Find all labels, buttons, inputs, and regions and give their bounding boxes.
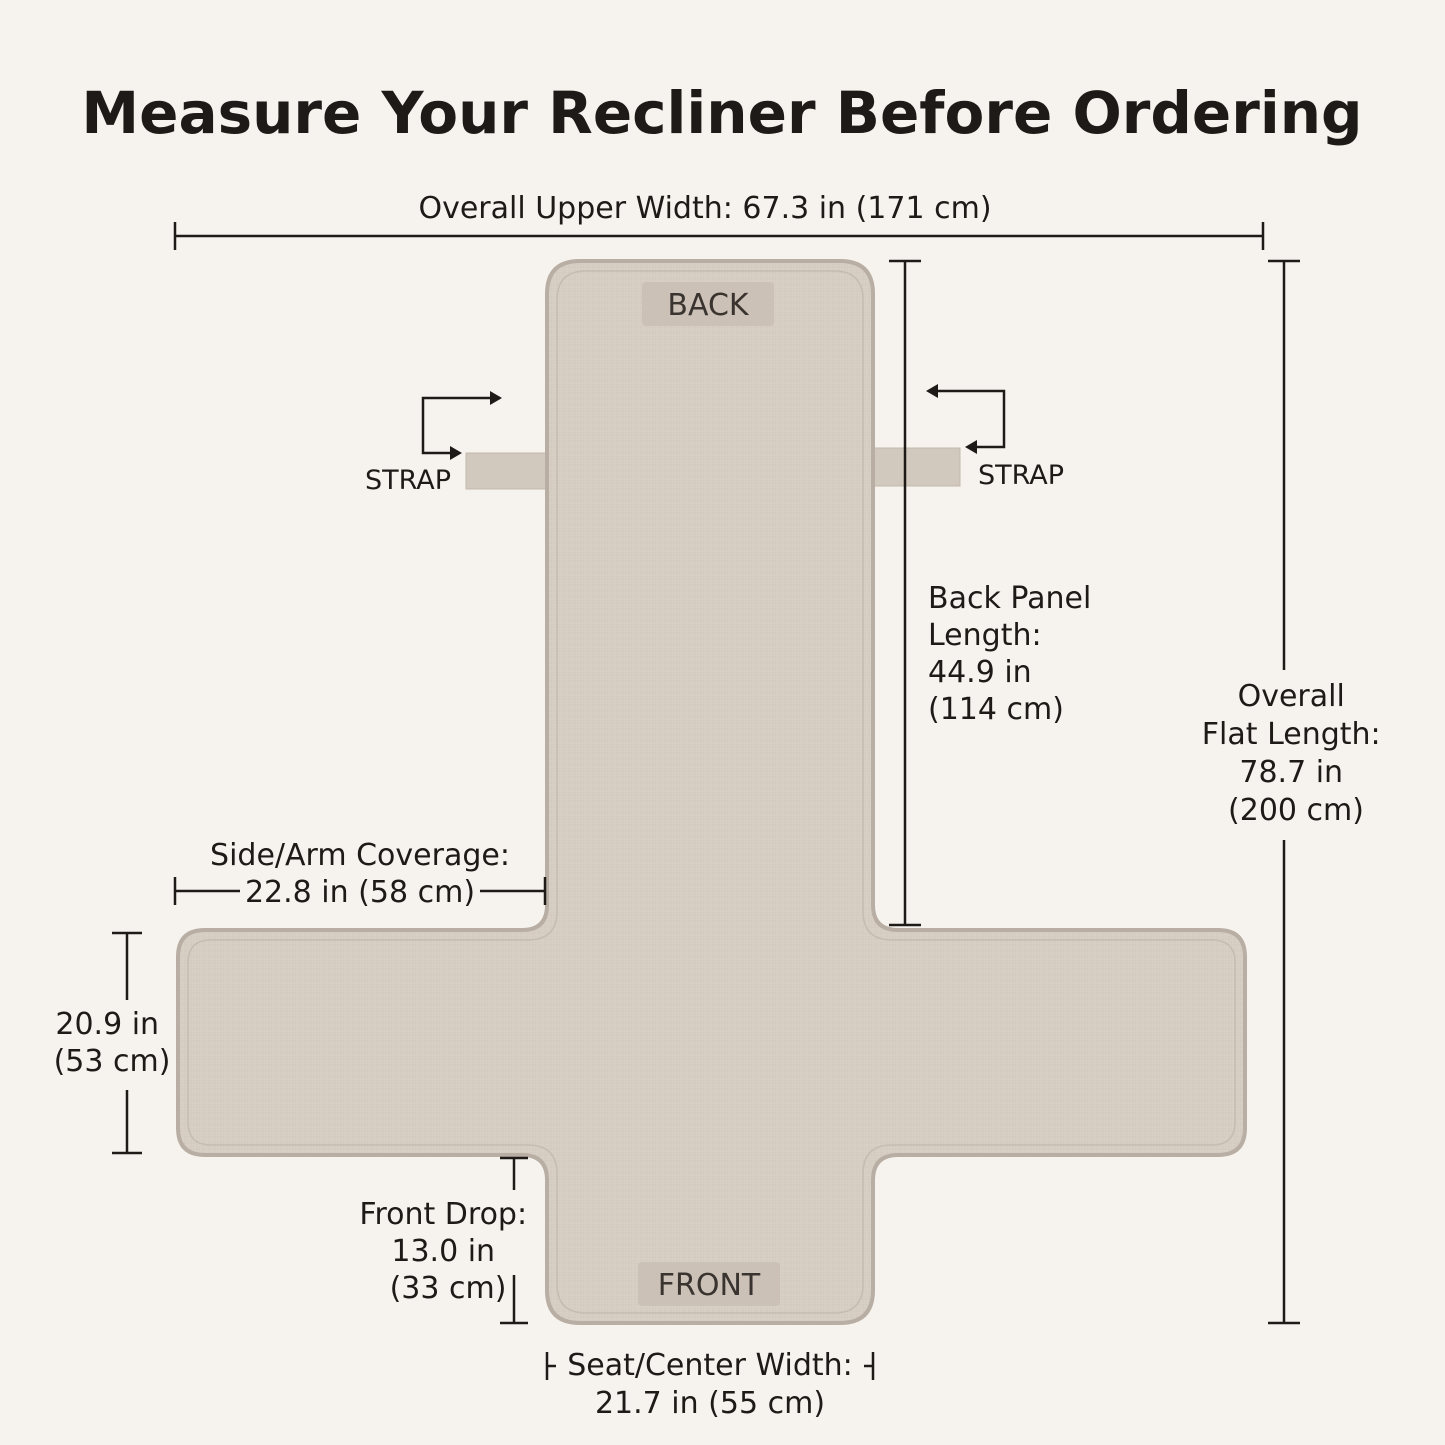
arm-depth-dimension: 20.9 in (53 cm) (54, 931, 171, 1155)
strap-left (465, 452, 551, 490)
seat-center-width-dimension: Seat/Center Width: 21.7 in (55 cm) (545, 1348, 875, 1421)
arm-depth-label: 20.9 in (53 cm) (54, 1007, 171, 1079)
strap-left-arrow-icon (421, 391, 502, 460)
back-panel-length-label: Back Panel Length: 44.9 in (114 cm) (928, 581, 1101, 727)
front-label: FRONT (658, 1268, 761, 1303)
back-panel-length-dimension: Back Panel Length: 44.9 in (114 cm) (889, 259, 1101, 927)
strap-right-label: STRAP (978, 460, 1064, 491)
strap-left-label: STRAP (365, 465, 451, 496)
strap-right (869, 447, 961, 487)
front-drop-dimension: Front Drop: 13.0 in (33 cm) (359, 1156, 536, 1325)
side-arm-coverage-dimension: Side/Arm Coverage: 22.8 in (58 cm) (173, 838, 547, 910)
recliner-cover (176, 259, 1247, 1325)
page-title: Measure Your Recliner Before Ordering (81, 79, 1362, 147)
overall-flat-length-dimension: Overall Flat Length: 78.7 in (200 cm) (1202, 259, 1390, 1325)
overall-upper-width-label: Overall Upper Width: 67.3 in (171 cm) (418, 191, 991, 226)
side-arm-coverage-value: 22.8 in (58 cm) (245, 875, 475, 910)
back-label: BACK (667, 288, 750, 323)
strap-right-arrow-icon (926, 384, 1006, 454)
front-label-plate (638, 1262, 780, 1306)
overall-flat-length-label: Overall Flat Length: 78.7 in (200 cm) (1202, 679, 1390, 828)
side-arm-coverage-title: Side/Arm Coverage: (210, 838, 510, 873)
seat-center-width-value: 21.7 in (55 cm) (595, 1386, 825, 1421)
back-label-plate (642, 282, 774, 326)
seat-center-width-title: Seat/Center Width: (567, 1348, 853, 1383)
cover-stitching (187, 270, 1236, 1314)
front-drop-label: Front Drop: 13.0 in (33 cm) (359, 1197, 536, 1306)
overall-upper-width-dimension: Overall Upper Width: 67.3 in (171 cm) (173, 191, 1265, 250)
